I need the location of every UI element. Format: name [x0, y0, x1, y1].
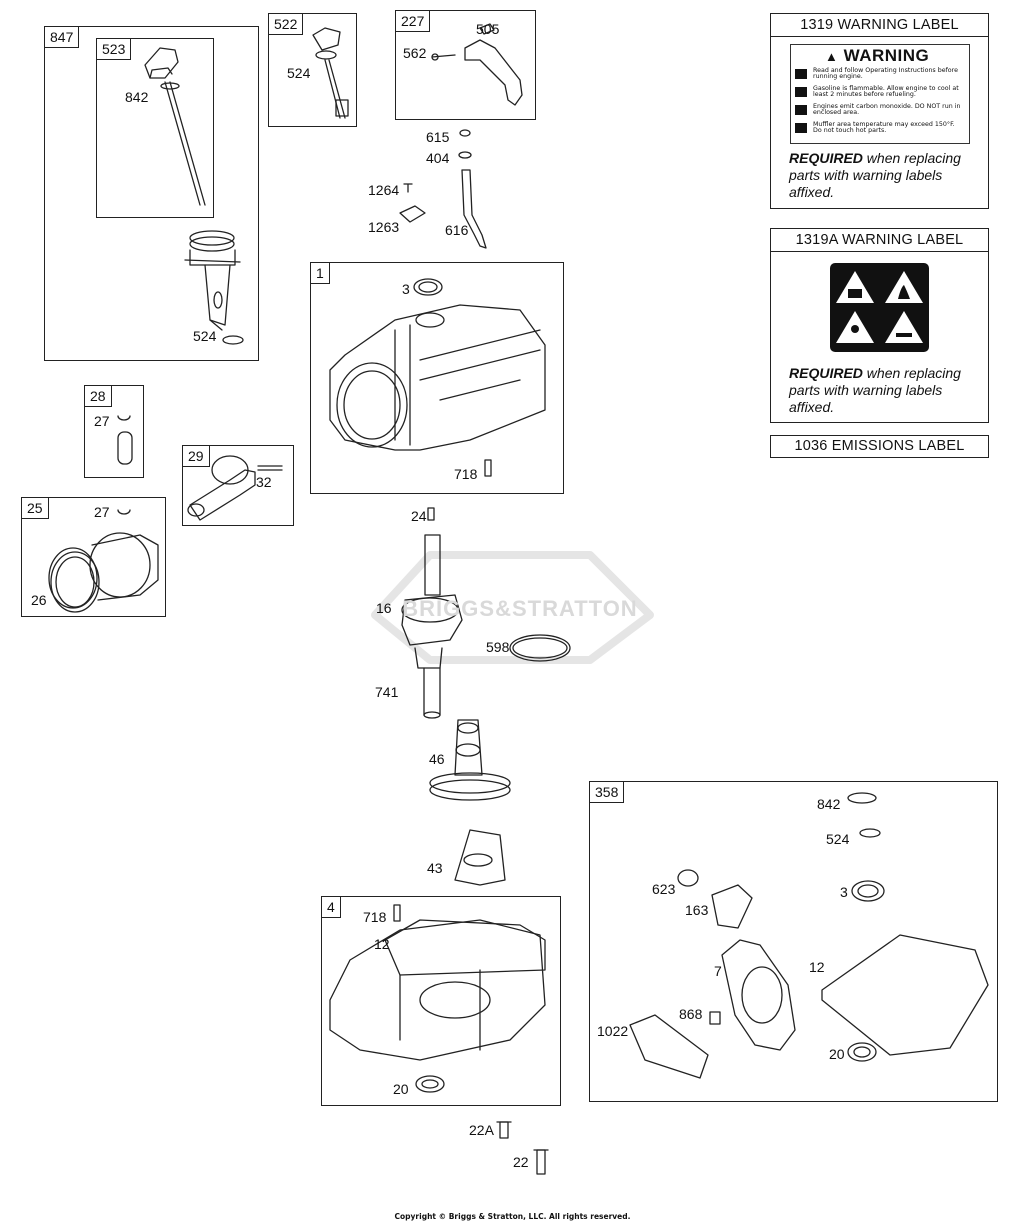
emissions-label-title: 1036 EMISSIONS LABEL — [794, 438, 965, 454]
group-number-29: 29 — [182, 445, 210, 467]
group-number-4: 4 — [321, 896, 341, 918]
group-number-25: 25 — [21, 497, 49, 519]
part-label: 842 — [817, 796, 841, 812]
governor-part-43 — [454, 829, 506, 886]
part-label: 868 — [679, 1006, 703, 1022]
part-label: 46 — [429, 751, 445, 767]
part-label: 741 — [375, 684, 399, 700]
part-label: 1264 — [368, 182, 400, 198]
part-label: 32 — [256, 474, 272, 490]
brand-watermark-text: BRIGGS&STRATTON — [402, 596, 638, 621]
group-box-522: 522 — [268, 13, 357, 127]
group-box-25: 25 — [21, 497, 166, 617]
part-label: 1263 — [368, 219, 400, 235]
part-label: 598 — [486, 639, 510, 655]
bracket-part-227 — [431, 23, 523, 106]
warning-label-title: 1319A WARNING LABEL — [771, 229, 988, 252]
group-box-28: 28 — [84, 385, 144, 478]
fumes-icon — [795, 105, 807, 115]
group-box-4: 4 — [321, 896, 561, 1106]
crankshaft-part-16 — [401, 507, 463, 719]
part-label: 12 — [374, 936, 390, 952]
fire-icon — [795, 87, 807, 97]
required-note: REQUIRED when replacing parts with warni… — [789, 365, 961, 415]
group-box-847: 847 — [44, 26, 259, 361]
cylinder-block-part-1 — [329, 278, 546, 477]
part-label: 524 — [193, 328, 217, 344]
brand-watermark — [371, 551, 654, 664]
book-warning-icon — [836, 271, 874, 303]
part-label: 20 — [393, 1081, 409, 1097]
warning-row: Muffler area temperature may exceed 150°… — [813, 121, 955, 135]
dipstick-tube-part-847 — [184, 230, 244, 345]
camshaft-part-46 — [429, 719, 511, 801]
copyright-footer: Copyright © Briggs & Stratton, LLC. All … — [394, 1212, 631, 1221]
part-label: 3 — [840, 884, 848, 900]
warning-label-title: 1319 WARNING LABEL — [771, 14, 988, 37]
group-number-28: 28 — [84, 385, 112, 407]
connecting-rod-part-29 — [187, 455, 283, 521]
part-label: 24 — [411, 508, 427, 524]
dipstick-part-522 — [312, 27, 349, 119]
group-number-522: 522 — [268, 13, 304, 35]
group-number-847: 847 — [44, 26, 80, 48]
warning-row: Read and follow Operating Instructions b… — [813, 67, 958, 81]
hot-surface-icon — [795, 123, 807, 133]
part-label: 20 — [829, 1046, 845, 1062]
part-label: 1022 — [597, 1023, 629, 1039]
part-label: 404 — [426, 150, 450, 166]
part-label: 163 — [685, 902, 709, 918]
warning-sticker: ▲ WARNING Read and follow Operating Inst… — [790, 44, 970, 144]
part-label: 623 — [652, 881, 676, 897]
part-label: 615 — [426, 129, 450, 145]
part-label: 3 — [402, 281, 410, 297]
required-note: REQUIRED when replacing parts with warni… — [789, 150, 961, 200]
warning-label-panel-1319a: 1319A WARNING LABEL REQUIRED when replac… — [770, 228, 989, 423]
part-label: 16 — [376, 600, 392, 616]
part-label: 43 — [427, 860, 443, 876]
piston-pin-part-28 — [117, 415, 133, 465]
part-label: 7 — [714, 963, 722, 979]
pictogram-warning-sticker — [830, 263, 929, 352]
book-icon — [795, 69, 807, 79]
bolts-part-22 — [496, 1121, 549, 1175]
group-number-523: 523 — [96, 38, 132, 60]
ring-part-598 — [509, 634, 571, 662]
warning-label-panel-1319: 1319 WARNING LABEL ▲ WARNING Read and fo… — [770, 13, 989, 209]
part-label: 524 — [826, 831, 850, 847]
sump-part-4 — [329, 904, 546, 1093]
piston-part-25 — [48, 509, 159, 613]
part-label: 616 — [445, 222, 469, 238]
governor-parts — [399, 129, 487, 249]
group-box-358: 358 — [589, 781, 998, 1102]
warning-sticker-title: ▲ WARNING — [825, 46, 930, 65]
part-label: 842 — [125, 89, 149, 105]
warning-row: Gasoline is flammable. Allow engine to c… — [813, 85, 959, 99]
part-label: 718 — [363, 909, 387, 925]
gasket-set-part-358 — [629, 792, 989, 1079]
part-label: 27 — [94, 504, 110, 520]
group-box-1: 1 — [310, 262, 564, 494]
part-label: 505 — [476, 21, 500, 37]
group-box-29: 29 — [182, 445, 294, 526]
group-number-1: 1 — [310, 262, 330, 284]
part-label: 22A — [469, 1122, 494, 1138]
part-label: 12 — [809, 959, 825, 975]
group-number-227: 227 — [395, 10, 431, 32]
dipstick-part-523 — [144, 47, 206, 206]
warning-triangle-icon: ▲ — [825, 49, 839, 64]
hot-surface-warning-icon — [885, 311, 923, 343]
group-box-227: 227 — [395, 10, 536, 120]
group-number-358: 358 — [589, 781, 625, 803]
part-label: 562 — [403, 45, 427, 61]
part-label: 718 — [454, 466, 478, 482]
warning-row: Engines emit carbon monoxide. DO NOT run… — [813, 103, 961, 117]
part-label: 27 — [94, 413, 110, 429]
part-label: 26 — [31, 592, 47, 608]
part-label: 524 — [287, 65, 311, 81]
part-label: 22 — [513, 1154, 529, 1170]
emissions-label-panel-1036: 1036 EMISSIONS LABEL — [770, 435, 989, 458]
group-box-523: 523 — [96, 38, 214, 218]
